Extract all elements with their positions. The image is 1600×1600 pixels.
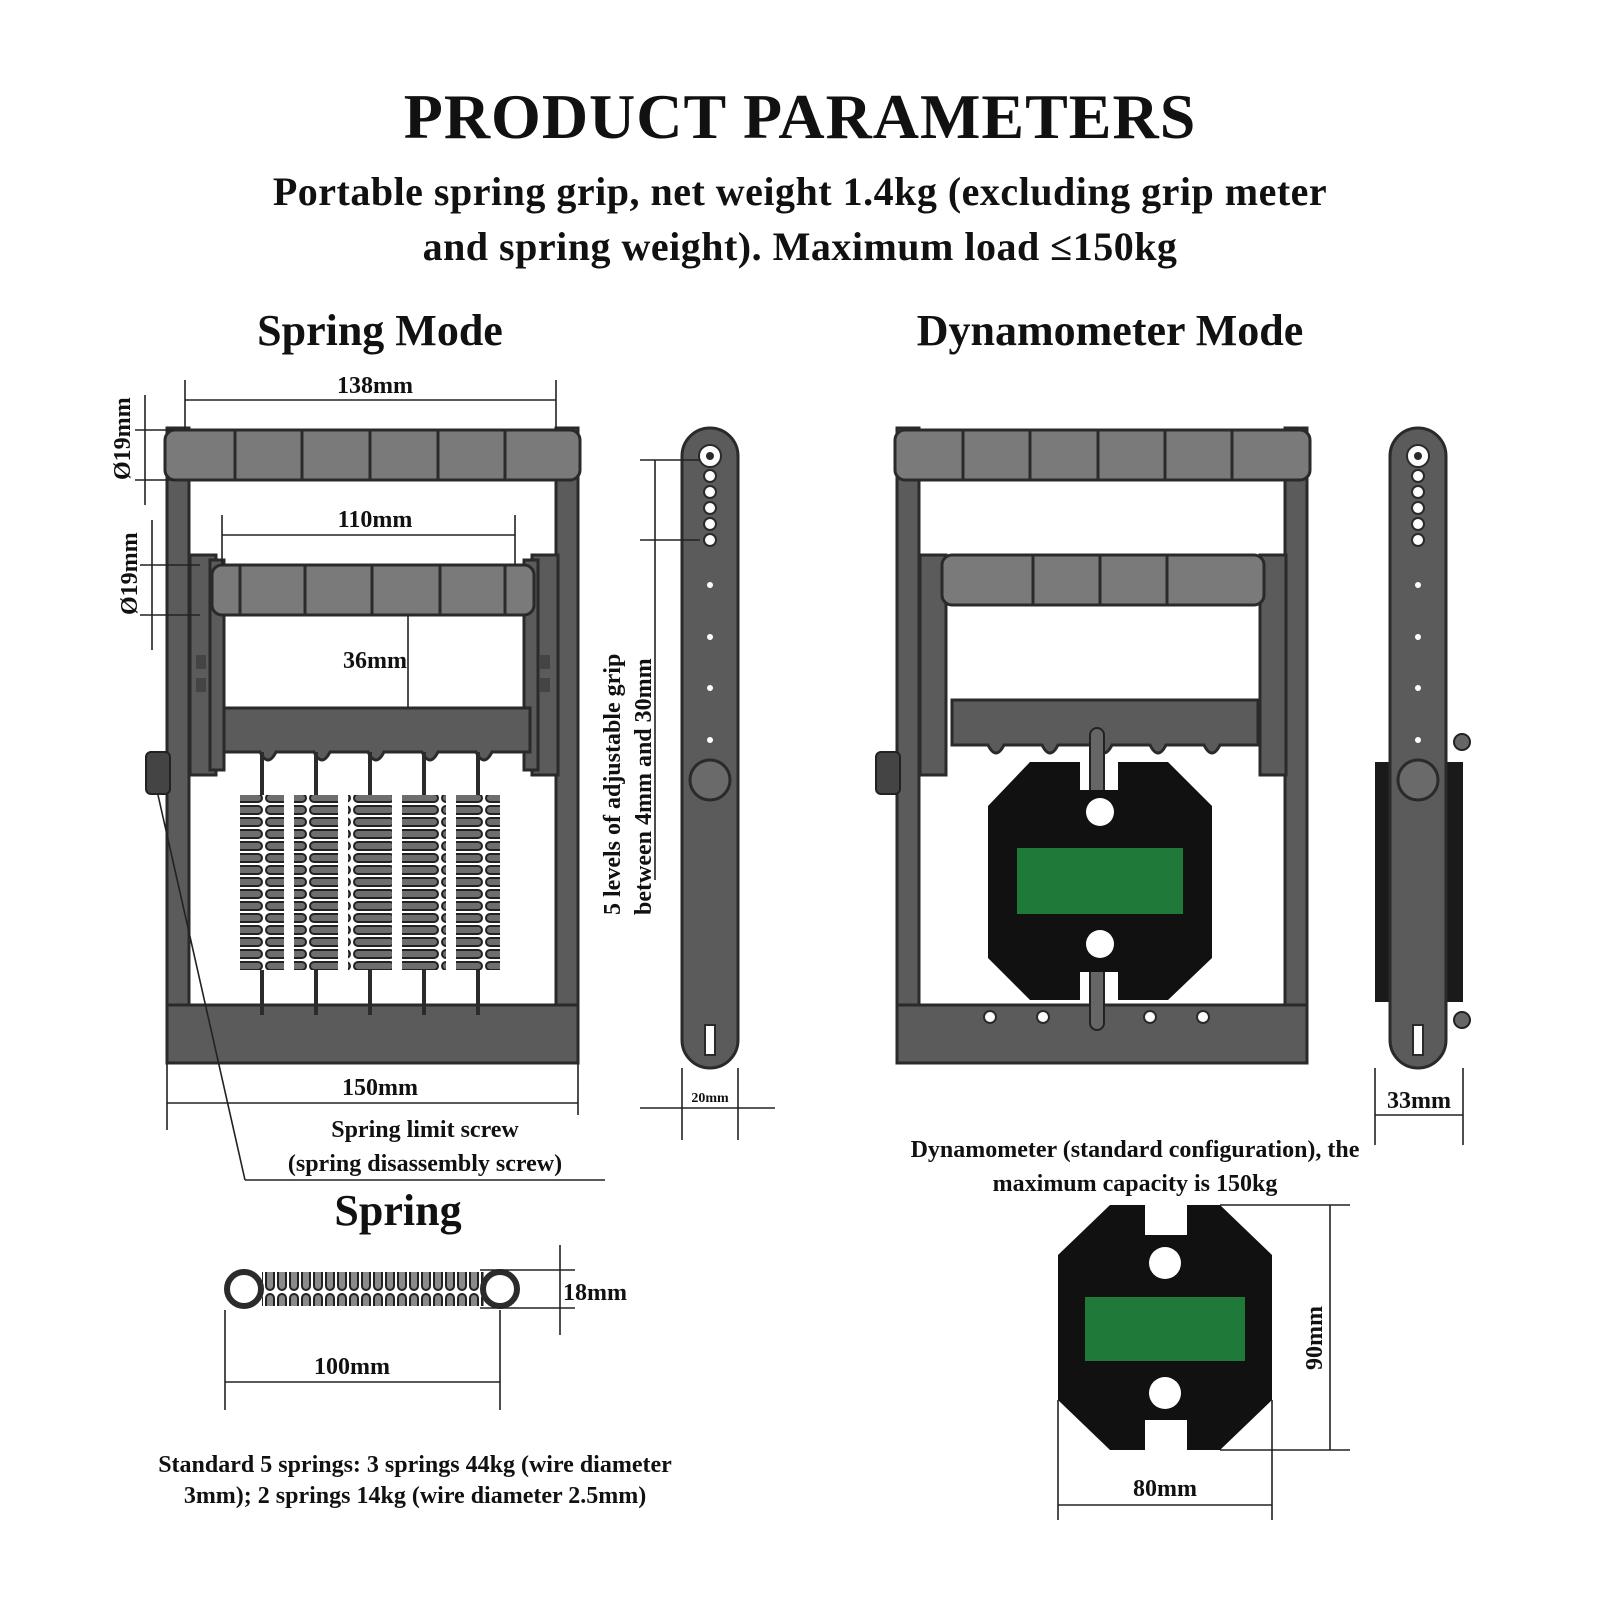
adjust-hole-1: [703, 469, 717, 483]
dyn-side-bar: [1388, 426, 1448, 1070]
spring-mode-dimensions: 138mm Ø19mm 110mm Ø19mm 36mm 150mm Sprin…: [110, 373, 605, 1181]
spring-diameter: 18mm: [563, 1280, 627, 1306]
dynamometer-mode-front-view: [875, 426, 1312, 1065]
spring-heading: Spring: [334, 1186, 461, 1235]
dim-inner-width: 110mm: [338, 507, 413, 533]
subtitle-line-2: and spring weight). Maximum load ≤150kg: [423, 224, 1178, 269]
subtitle-line-1: Portable spring grip, net weight 1.4kg (…: [273, 169, 1327, 214]
dyn-caption-line-2: maximum capacity is 150kg: [993, 1171, 1278, 1197]
top-roller: [163, 428, 582, 482]
spring-length: 100mm: [314, 1354, 390, 1380]
adjust-label-line-2: between 4mm and 30mm: [631, 658, 657, 915]
spring-mode-heading: Spring Mode: [257, 306, 503, 355]
spring-5: [456, 752, 500, 1015]
spring-note-line-2: 3mm); 2 springs 14kg (wire diameter 2.5m…: [184, 1483, 646, 1509]
adjust-label-line-1: 5 levels of adjustable grip: [600, 654, 626, 915]
spring-limit-screw: [145, 751, 171, 795]
side-bar: [680, 426, 740, 1070]
dynamometer-detail: 90mm 80mm: [1057, 1204, 1350, 1520]
meter-height: 90mm: [1302, 1306, 1328, 1370]
meter-width: 80mm: [1133, 1476, 1197, 1502]
dynamometer-mode-heading: Dynamometer Mode: [917, 306, 1304, 355]
dim-side-thickness: 20mm: [691, 1091, 729, 1106]
dim-top-width: 138mm: [337, 373, 413, 399]
page-title: PRODUCT PARAMETERS: [404, 81, 1197, 152]
dyn-caption-line-1: Dynamometer (standard configuration), th…: [911, 1137, 1360, 1163]
screw-label-line-2: (spring disassembly screw): [288, 1151, 562, 1177]
screw-label-line-1: Spring limit screw: [331, 1117, 519, 1143]
spring-note-line-1: Standard 5 springs: 3 springs 44kg (wire…: [158, 1452, 672, 1478]
adjust-hole-4: [703, 517, 717, 531]
adjust-hole-3: [703, 501, 717, 515]
dyn-inner-roller: [940, 553, 1266, 607]
spring-mode-front-view: [145, 426, 582, 1065]
spring-left-hook: [224, 1269, 264, 1309]
meter-display: [1085, 1297, 1245, 1361]
dynamometer-side-view: 33mm: [1374, 426, 1471, 1145]
spring-1: [240, 752, 284, 1015]
dyn-meter-display: [1017, 848, 1183, 914]
inner-roller: [210, 563, 536, 617]
adjust-hole-5: [703, 533, 717, 547]
dyn-mounted-meter: [988, 727, 1212, 1031]
adjust-hole-2: [703, 485, 717, 499]
dyn-right-frame-bar: [1283, 426, 1309, 1065]
spring-coil: [262, 1272, 484, 1306]
springs: [240, 752, 500, 1015]
spring-hook-bar: [222, 706, 532, 762]
dim-top-diameter: Ø19mm: [110, 397, 136, 480]
spring-detail: 100mm 18mm Standard 5 springs: 3 springs…: [158, 1245, 672, 1509]
dim-inner-diameter: Ø19mm: [117, 532, 143, 615]
spring-2: [294, 752, 338, 1015]
dim-gap: 36mm: [343, 648, 407, 674]
dyn-top-roller: [893, 428, 1312, 482]
side-knob: [688, 758, 732, 802]
left-frame-bar: [165, 426, 191, 1065]
dyn-left-frame-bar: [895, 426, 921, 1065]
spring-3: [348, 752, 392, 1015]
dyn-side-thickness: 33mm: [1387, 1088, 1451, 1114]
spring-right-hook: [480, 1269, 520, 1309]
dim-base-width: 150mm: [342, 1075, 418, 1101]
spring-4: [402, 752, 446, 1015]
base-plate: [165, 1003, 580, 1065]
spring-mode-side-view: 5 levels of adjustable grip between 4mm …: [600, 426, 775, 1140]
